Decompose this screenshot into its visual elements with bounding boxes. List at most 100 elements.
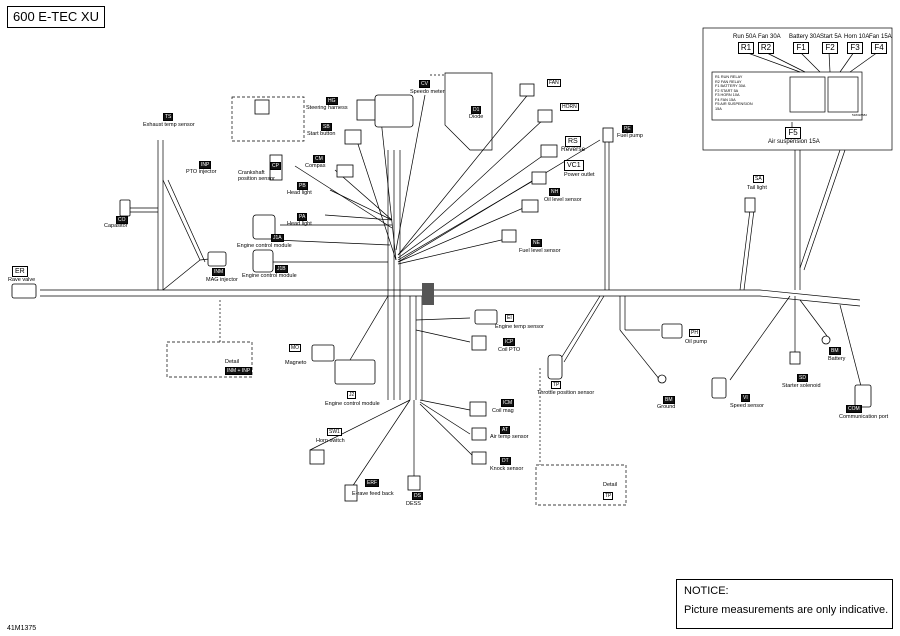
notice-heading: NOTICE:: [684, 585, 729, 597]
page-title: 600 E-TEC XU: [7, 6, 105, 28]
label-oil-level: Oil level sensor: [544, 197, 582, 203]
label-crankshaft: Crankshaft position sensor: [238, 170, 275, 182]
label-speed-sensor: Speed sensor: [730, 403, 764, 409]
code-rs: RS: [565, 136, 581, 147]
code-cv: CV: [419, 80, 430, 88]
notice-text: Picture measurements are only indicative…: [684, 604, 889, 616]
code-er: ER: [12, 266, 28, 277]
label-pto-injector: PTO injector: [186, 169, 217, 175]
fuse-legend: R1 RUN RELAY R2 FAN RELAY F1 BATTERY 30A…: [715, 75, 753, 111]
code-cp: CP: [270, 162, 281, 170]
code-inm: INM: [212, 268, 226, 276]
fuse-code-f3: F3: [847, 42, 863, 54]
label-mag-injector: MAG injector: [206, 277, 238, 283]
code-bm-battery: BM: [829, 347, 841, 355]
fuse-label-f2: Start 5A: [820, 34, 842, 40]
detail-label-1: Detail: [225, 359, 240, 365]
fuse-label-f4: Fan 15A: [869, 34, 892, 40]
fuse-label-r2: Fan 30A: [758, 34, 781, 40]
notice-box: NOTICE: Picture measurements are only in…: [676, 579, 893, 629]
fuse-legend-line: F1 BATTERY 30A: [715, 84, 746, 88]
fuse-code-f4: F4: [871, 42, 887, 54]
fuse-legend-line: 15A: [715, 106, 722, 111]
fuse-label-r1: Run 50A: [733, 34, 757, 40]
label-knock: Knock sensor: [490, 466, 524, 472]
label-fuel-pump: Fuel pump: [617, 133, 643, 139]
label-air-temp: Air temp sensor: [490, 434, 529, 440]
label-erave-feedback: E-rave feed back: [352, 491, 394, 497]
label-head-light-b: Head light: [287, 190, 312, 196]
code-co: CO: [116, 216, 128, 224]
label-start-button: Start button: [307, 131, 336, 137]
label-coil-pto: Coil PTO: [498, 347, 521, 353]
code-j1b: J1B: [275, 265, 288, 273]
label-dess: DESS: [406, 501, 421, 507]
label-capacitor: Capasitor: [104, 223, 128, 229]
fuse-legend-line: F4 FAN 15A: [715, 97, 736, 102]
code-j2: J2: [347, 391, 357, 399]
code-ds: DS: [412, 492, 423, 500]
fuse-legend-line: F2 START 5A: [715, 88, 739, 93]
label-ground: Ground: [657, 404, 676, 410]
fuse-legend-line: R1 RUN RELAY: [715, 75, 743, 79]
code-cm: CM: [313, 155, 325, 163]
label-starter-solenoid: Starter solenoid: [782, 383, 821, 389]
label-fuel-level: Fuel level sensor: [519, 248, 561, 254]
detail-code-2: TP: [603, 492, 614, 500]
label-reverse: Reverse: [561, 146, 586, 153]
code-d1: D1: [471, 106, 482, 114]
detail-label-2: Detail: [603, 482, 618, 488]
code-pb: PB: [297, 182, 308, 190]
code-sw1: SW1: [327, 428, 342, 436]
code-sb: SB: [321, 123, 332, 131]
label-ecm-j2: Engine control module: [325, 401, 380, 407]
code-ts: TS: [163, 113, 174, 121]
fuse-label-f3: Horn 10A: [844, 34, 870, 40]
label-power-outlet: Power outlet: [564, 172, 595, 178]
label-engine-temp: Engine temp sensor: [495, 324, 544, 330]
label-tail-light: Tail light: [747, 185, 767, 191]
fuse-code-f5: F5: [785, 127, 801, 139]
fuse-code-f2: F2: [822, 42, 838, 54]
code-hg: HG: [326, 97, 338, 105]
label-comm-port: Communication port: [839, 414, 889, 420]
code-tp: TP: [551, 381, 562, 389]
code-dt: DT: [500, 457, 511, 465]
fuse-legend-line: R2 FAN RELAY: [715, 79, 742, 84]
label-ecm-j1a: Engine control module: [237, 243, 292, 249]
code-at: AT: [500, 426, 511, 434]
detail-code-1: INM + INP: [225, 367, 253, 375]
code-nh: NH: [549, 188, 561, 196]
label-steering-harness: Steering harness: [306, 105, 348, 111]
code-icp: ICP: [503, 338, 516, 346]
code-bm-ground: BM: [663, 396, 675, 404]
label-compas: Compas: [305, 163, 326, 169]
fuse-label-f1: Battery 30A: [789, 34, 821, 40]
label-exhaust-temp: Exhaust temp sensor: [143, 122, 195, 128]
code-sa: SA: [753, 175, 764, 183]
code-pe: PE: [622, 125, 633, 133]
fuse-legend-line: F3 HORN 10A: [715, 93, 740, 97]
fuse-legend-line: F5 AIR SUSPENSION: [715, 102, 753, 106]
label-horn-switch: Horn switch: [316, 438, 345, 444]
code-ph: PH: [689, 329, 700, 337]
code-vi: VI: [741, 394, 750, 402]
code-mo: MO: [289, 344, 302, 352]
label-coil-mag: Coil mag: [492, 408, 514, 414]
fuse-code-r2: R2: [758, 42, 774, 54]
label-battery: Battery: [828, 356, 846, 362]
label-magneto: Magneto: [285, 360, 307, 366]
code-vc1: VC1: [564, 160, 584, 171]
document-code: 41M1375: [7, 625, 37, 632]
fuse-box-part-number: 518328582: [852, 113, 868, 117]
code-j1a: J1A: [271, 234, 284, 242]
label-speedo-meter: Speedo meter: [410, 89, 445, 95]
code-inp: INP: [199, 161, 212, 169]
code-erf: ERF: [365, 479, 379, 487]
fuse-code-r1: R1: [738, 42, 754, 54]
code-pa: PA: [297, 213, 308, 221]
fuse-code-f1: F1: [793, 42, 809, 54]
code-com: COM: [846, 405, 862, 413]
code-horn: HORN: [560, 103, 579, 111]
